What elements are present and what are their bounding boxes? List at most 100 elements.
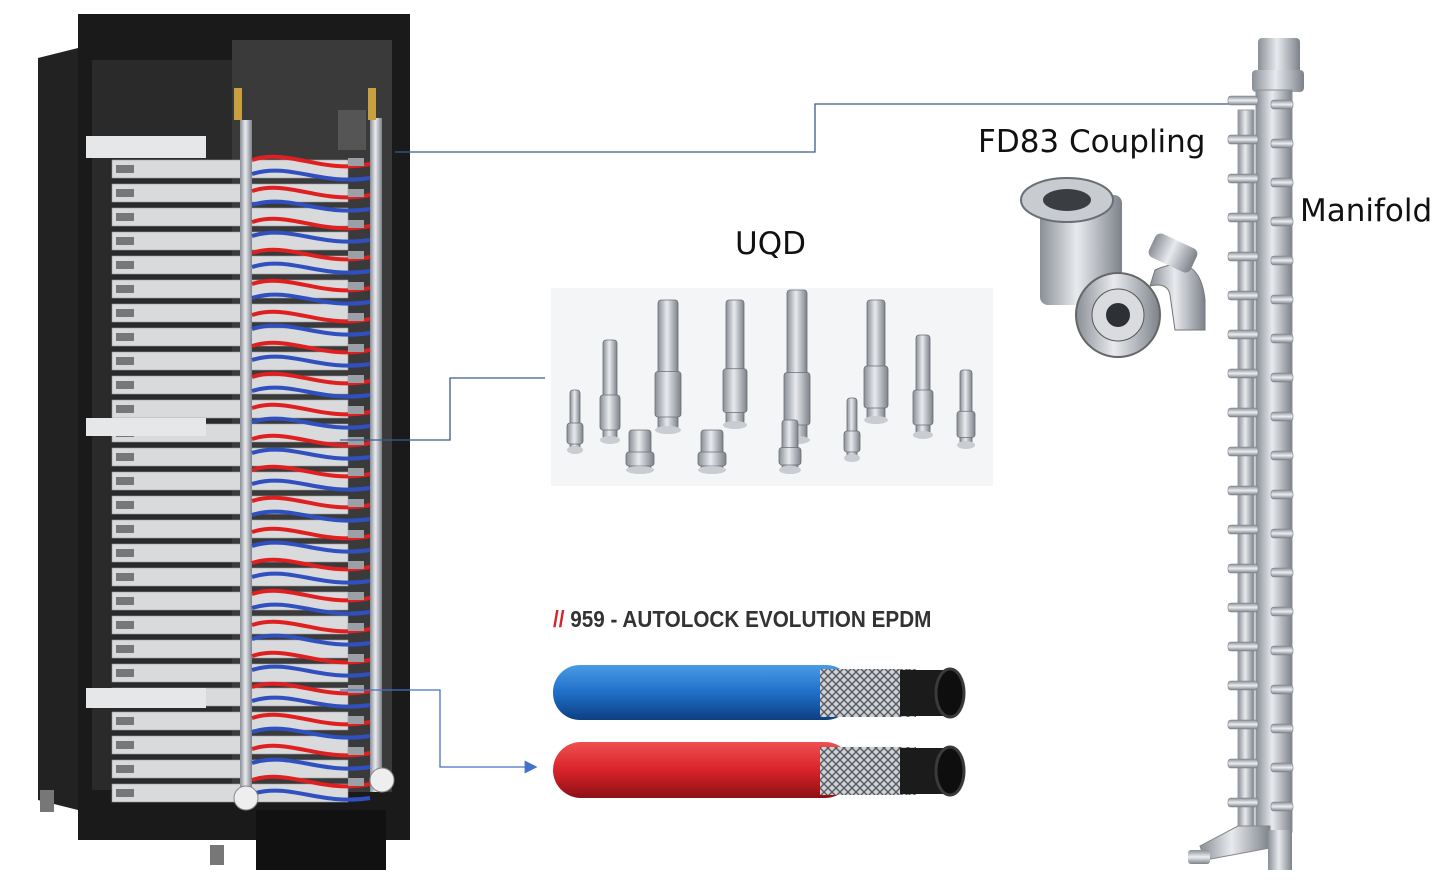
rack-hose-coupling (348, 623, 364, 631)
rack-server-handle (116, 549, 134, 557)
uqd-fitting-body (783, 372, 811, 426)
manifold-port (1227, 641, 1259, 652)
manifold-port (1270, 99, 1294, 110)
label-uqd: UQD (735, 226, 806, 262)
rack-rail-top (86, 136, 206, 158)
rack-hose-cold (251, 664, 371, 678)
connector-line-uqd (340, 377, 545, 441)
rack-hose-coupling (348, 747, 364, 755)
rack-server-handle (116, 381, 134, 389)
label-fd83-coupling: FD83 Coupling (978, 124, 1206, 160)
rack-server-unit (111, 567, 349, 587)
rack-server-handle (116, 477, 134, 485)
rack-server-unit (111, 447, 349, 467)
rack-server-handle (116, 189, 134, 197)
connector-arrow-hose (340, 689, 538, 774)
rack-hose-coupling (348, 778, 364, 786)
uqd-fitting-base (723, 421, 747, 429)
rack-manifold-head (338, 110, 366, 150)
manifold-port (1270, 255, 1294, 266)
manifold-port (1227, 407, 1259, 418)
uqd-fitting-base (655, 426, 681, 434)
fd83-bore-back (1043, 189, 1091, 211)
rack-server-handle (116, 741, 134, 749)
manifold-port (1270, 723, 1294, 734)
rack-hose-coupling (348, 220, 364, 228)
manifold-port (1270, 489, 1294, 500)
rack-hose-cold (251, 447, 371, 461)
manifold-port (1270, 177, 1294, 188)
uqd-fitting-body (912, 389, 934, 426)
rack-hose-cold (251, 168, 371, 182)
rack-server-handle (116, 285, 134, 293)
rack-server-handle (116, 669, 134, 677)
uqd-fitting-body (843, 430, 861, 453)
rack-hose-cold (251, 695, 371, 709)
manifold-port (1270, 762, 1294, 773)
manifold-port (1227, 251, 1259, 262)
rack-hose-cold (251, 757, 371, 771)
rack-server-handle (116, 405, 134, 413)
uqd-fitting-base (600, 436, 620, 444)
uqd-fitting-body (863, 365, 889, 409)
manifold-port (1270, 645, 1294, 656)
rack-server-handle (116, 765, 134, 773)
manifold-port (1270, 138, 1294, 149)
uqd-fitting-body (722, 368, 748, 413)
rack-hose-cold (251, 788, 371, 802)
manifold-port (1270, 450, 1294, 461)
rack-server-handle (116, 597, 134, 605)
manifold-port (1270, 684, 1294, 695)
rack-hose-coupling (348, 251, 364, 259)
manifold-top-fitting (1258, 38, 1300, 74)
manifold-port (1227, 758, 1259, 769)
uqd-fitting-body (654, 371, 682, 418)
manifold-port (1227, 797, 1259, 808)
manifold-ports (1227, 95, 1294, 812)
rack-server-unit (111, 519, 349, 539)
rack-hose-coupling (348, 189, 364, 197)
rack-side-panel (38, 48, 78, 810)
rack-manifold-left (240, 120, 252, 792)
manifold-port (1227, 719, 1259, 730)
manifold-port (1227, 680, 1259, 691)
rack-hose-coupling (348, 468, 364, 476)
rack-hose-coupling (348, 530, 364, 538)
rack-server-handle (116, 525, 134, 533)
uqd-fitting-base (567, 446, 583, 454)
manifold-port (1227, 95, 1259, 106)
uqd-fitting-body (599, 394, 621, 431)
uqd-fitting-body (778, 447, 802, 466)
rack-server-handle (116, 165, 134, 173)
label-manifold: Manifold (1300, 193, 1433, 229)
manifold-port (1270, 294, 1294, 305)
rack-server-handle (116, 261, 134, 269)
manifold-port (1227, 134, 1259, 145)
manifold-port (1270, 372, 1294, 383)
manifold-bottom-stub (1268, 830, 1292, 870)
rack-hose-cold (251, 478, 371, 492)
rack-server-unit (111, 735, 349, 755)
manifold-port (1227, 329, 1259, 340)
uqd-fitting-base (626, 466, 654, 474)
rack-hose-cold (251, 726, 371, 740)
rack-hose-coupling (348, 158, 364, 166)
rack-valve-left (234, 88, 242, 120)
hose-red-end (934, 745, 966, 797)
manifold-port (1270, 333, 1294, 344)
rack-hose-cold (251, 633, 371, 647)
manifold-port (1227, 212, 1259, 223)
uqd-fitting-base (913, 431, 933, 439)
rack-hose-cold (251, 571, 371, 585)
hose-title-mark: // (553, 606, 565, 632)
rack-server-handle (116, 645, 134, 653)
rack-hose-coupling (348, 313, 364, 321)
rack-hose-coupling (348, 344, 364, 352)
hose-red-jacket (553, 742, 853, 798)
rack-hose-coupling (348, 685, 364, 693)
rack-foot-front (210, 845, 224, 865)
rack-server-handle (116, 501, 134, 509)
uqd-product-photo (551, 288, 993, 486)
fd83-bore-front (1106, 303, 1130, 327)
